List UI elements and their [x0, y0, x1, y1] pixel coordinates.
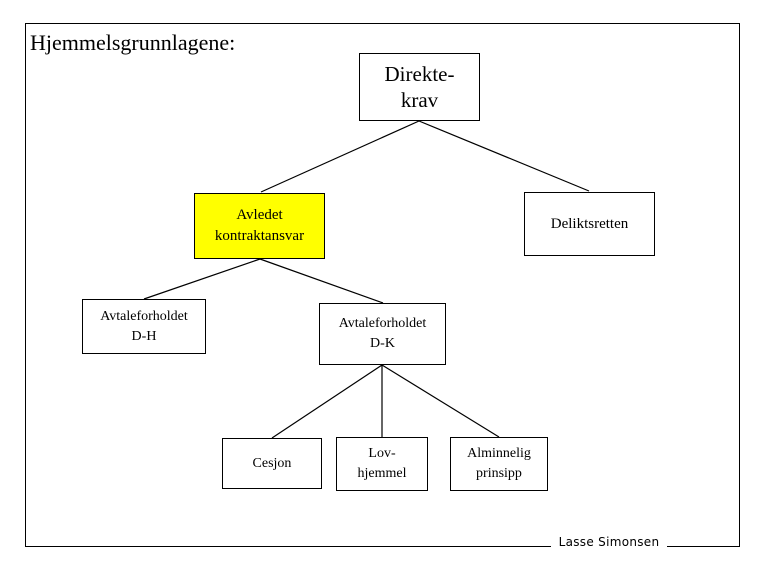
footer-rule-right: [666, 546, 739, 547]
node-cesjon[interactable]: Cesjon: [222, 438, 322, 489]
node-lovhjemmel[interactable]: Lov- hjemmel: [336, 437, 428, 491]
node-alminnelig-prinsipp-label: Alminnelig prinsipp: [467, 446, 531, 481]
node-deliktsretten[interactable]: Deliktsretten: [524, 192, 655, 256]
node-avtaleforholdet-dk-label: Avtaleforholdet D-K: [338, 316, 427, 351]
node-avledet-kontraktansvar[interactable]: Avledet kontraktansvar: [194, 193, 325, 259]
slide-frame-left-border: [25, 23, 26, 547]
node-avledet-kontraktansvar-label: Avledet kontraktansvar: [214, 207, 305, 244]
edge-dk-alminnelig: [381, 364, 500, 438]
node-avtaleforholdet-dh-label: Avtaleforholdet D-H: [100, 308, 188, 344]
slide-frame-top-border: [25, 23, 739, 24]
edge-root-avledet: [260, 120, 420, 193]
footer-rule-left: [529, 546, 551, 547]
node-lovhjemmel-label: Lov- hjemmel: [357, 446, 407, 481]
slide-frame-bottom-border: [25, 546, 529, 547]
node-avtaleforholdet-dk[interactable]: Avtaleforholdet D-K: [319, 303, 446, 365]
node-direktekrav-label: Direkte- krav: [384, 62, 455, 112]
edge-dk-cesjon: [271, 364, 383, 439]
edge-root-delikt: [418, 120, 590, 192]
slide-frame-right-border: [739, 23, 740, 547]
footer-author: Lasse Simonsen: [551, 535, 667, 549]
node-direktekrav[interactable]: Direkte- krav: [359, 53, 480, 121]
page-title: Hjemmelsgrunnlagene:: [30, 30, 236, 55]
edge-avledet-dh: [143, 258, 261, 300]
node-alminnelig-prinsipp[interactable]: Alminnelig prinsipp: [450, 437, 548, 491]
node-deliktsretten-label: Deliktsretten: [550, 216, 629, 232]
node-cesjon-label: Cesjon: [252, 455, 292, 471]
node-avtaleforholdet-dh[interactable]: Avtaleforholdet D-H: [82, 299, 206, 354]
edge-avledet-dk: [259, 258, 384, 304]
